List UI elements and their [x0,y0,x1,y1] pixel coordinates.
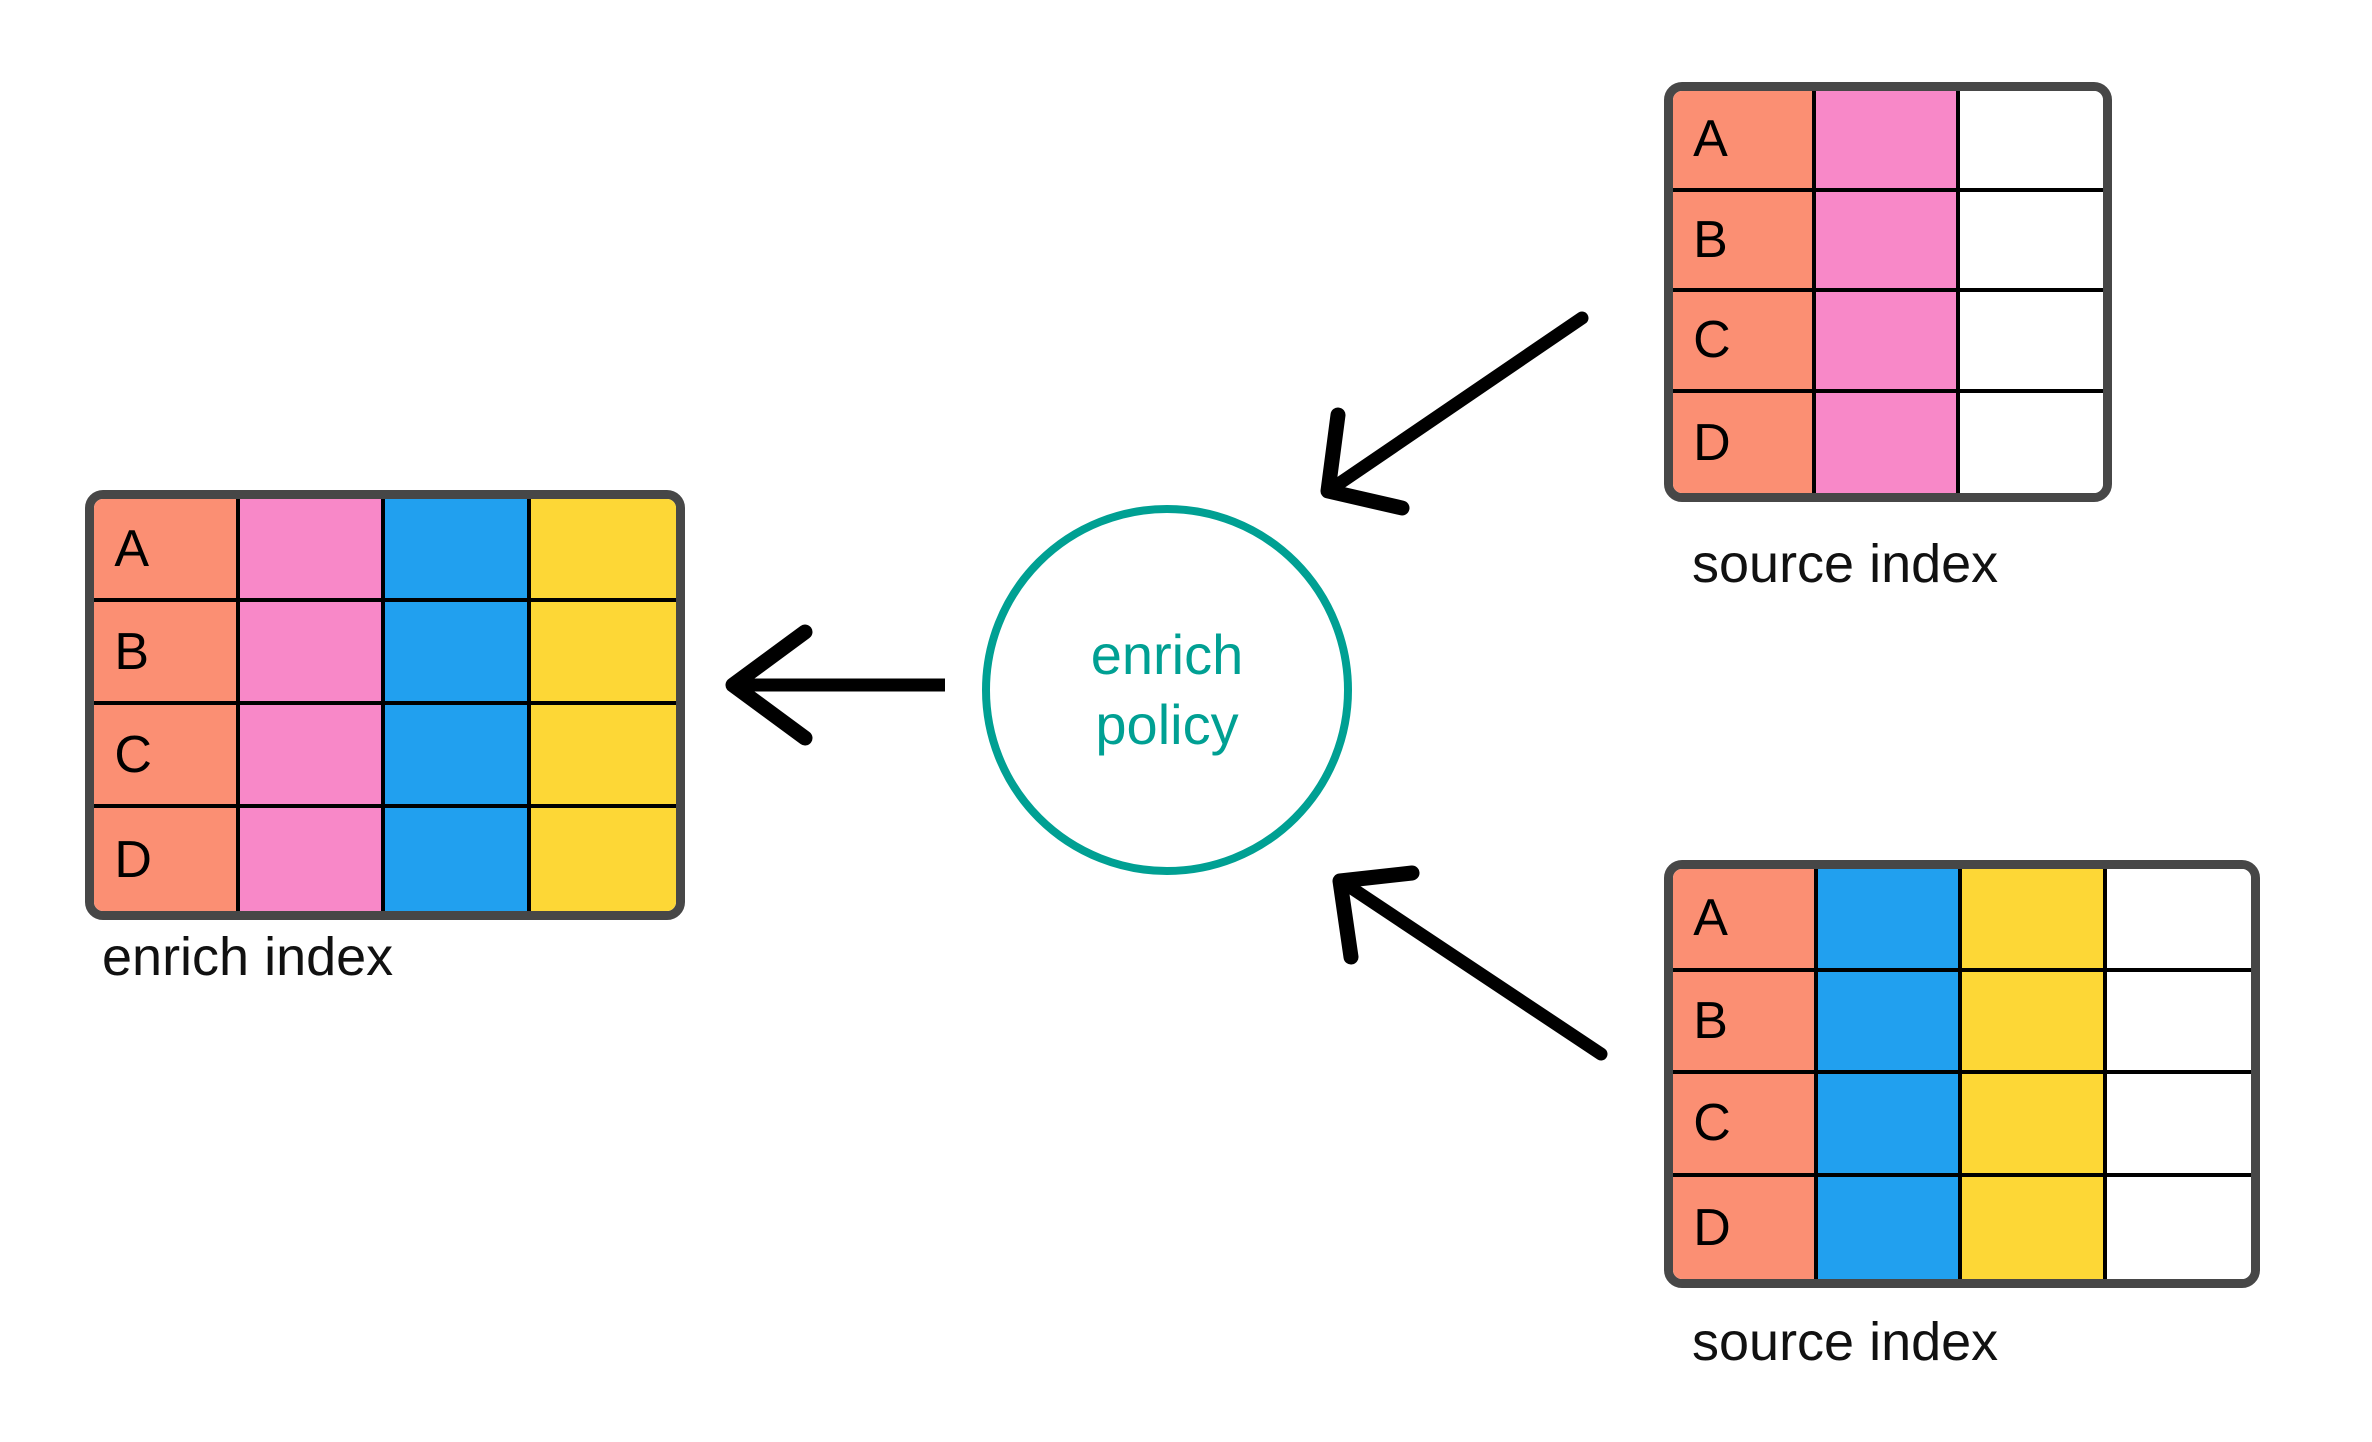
table-cell-key: B [94,602,240,705]
table-cell-yellow [1962,1074,2107,1177]
arrow-policy-to-enrich-index [725,624,945,746]
source-index-top-table: A B C D [1664,82,2112,502]
table-cell-blue [1817,971,1962,1074]
table-cell-yellow [1962,971,2107,1074]
table-cell-yellow [530,705,676,808]
source-index-bottom-table: A B C D [1664,860,2260,1288]
table-cell-pink [239,705,385,808]
table-cell-key: A [1673,91,1817,192]
table-cell-empty [2106,1074,2251,1177]
table-cell-blue [385,602,531,705]
table-cell-empty [2106,1176,2251,1279]
table-cell-empty [1959,191,2103,292]
table-cell-blue [385,705,531,808]
table-cell-yellow [1962,869,2107,972]
arrow-source-top-to-policy [1320,311,1589,516]
enrich-index-caption: enrich index [102,927,394,987]
table-cell-blue [1817,869,1962,972]
table-cell-empty [1959,292,2103,393]
table-cell-key: C [1673,1074,1818,1177]
table-cell-key: C [94,705,240,808]
arrow-source-bottom-to-policy [1332,865,1608,1061]
table-cell-pink [1816,191,1960,292]
source-index-top-block: A B C D [1664,82,2112,502]
table-cell-empty [1959,91,2103,192]
table-cell-key: A [1673,869,1818,972]
table-cell-blue [1817,1074,1962,1177]
table-cell-key: A [94,499,240,602]
table-cell-pink [239,499,385,602]
table-cell-blue [385,499,531,602]
table-cell-key: D [1673,392,1817,493]
source-index-bottom-block: A B C D [1664,860,2260,1288]
table-cell-key: D [94,808,240,911]
table-cell-key: C [1673,292,1817,393]
table-cell-empty [2106,869,2251,972]
source-index-top-caption: source index [1692,534,1999,594]
table-cell-pink [239,602,385,705]
table-cell-yellow [530,602,676,705]
table-cell-pink [1816,91,1960,192]
table-cell-yellow [530,808,676,911]
table-cell-pink [1816,392,1960,493]
table-cell-blue [385,808,531,911]
table-cell-yellow [1962,1176,2107,1279]
table-cell-empty [1959,392,2103,493]
enrich-policy-circle: enrich policy [982,505,1352,875]
table-cell-pink [1816,292,1960,393]
table-cell-key: D [1673,1176,1818,1279]
table-cell-yellow [530,499,676,602]
table-cell-empty [2106,971,2251,1074]
table-cell-blue [1817,1176,1962,1279]
table-cell-key: B [1673,191,1817,292]
enrich-index-block: A B C D [85,490,685,920]
policy-label-line2: policy [1095,693,1239,756]
enrich-index-table: A B C D [85,490,685,920]
source-index-bottom-caption: source index [1692,1312,1999,1372]
policy-label-line1: enrich [1090,623,1244,686]
table-cell-pink [239,808,385,911]
table-cell-key: B [1673,971,1818,1074]
